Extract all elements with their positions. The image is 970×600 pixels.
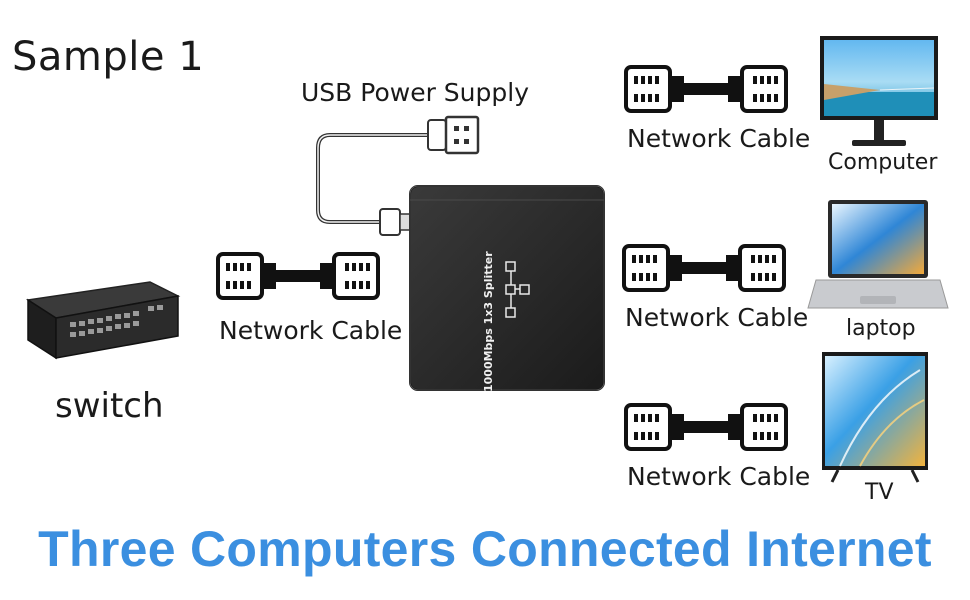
footer-title: Three Computers Connected Internet [38,521,932,577]
tv-label: TV [865,480,894,505]
micro-usb-plug-icon [379,208,411,236]
switch-label: switch [55,386,164,426]
sample-title: Sample 1 [12,34,205,80]
network-cable-left [218,254,378,298]
splitter-text: 1000Mbps 1x3 Splitter [482,251,495,392]
network-switch-icon [25,281,181,360]
network-cable-right-3 [626,405,786,449]
usb-power-label: USB Power Supply [301,78,529,107]
monitor-icon [820,36,938,146]
network-topology-icon [505,261,530,318]
tv-icon [822,352,928,483]
cable-label-right-3: Network Cable [627,462,811,491]
network-splitter-box [409,185,605,391]
usb-power-cable [316,115,480,236]
cable-label-left: Network Cable [219,316,403,345]
cable-label-right-2: Network Cable [625,303,809,332]
network-cable-right-1 [626,67,786,111]
laptop-label: laptop [846,316,916,341]
network-cable-right-2 [624,246,784,290]
cable-label-right-1: Network Cable [627,124,811,153]
laptop-icon [807,200,949,309]
usb-plug-icon [427,115,480,155]
computer-label: Computer [828,150,938,175]
